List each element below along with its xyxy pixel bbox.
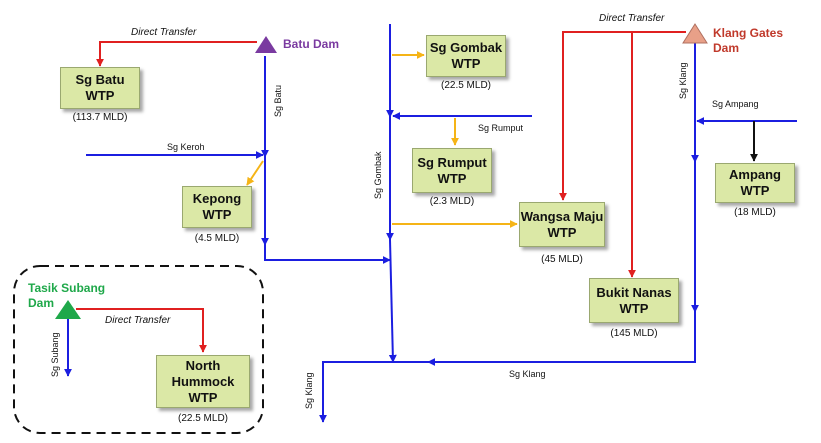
tasik-subang-region	[13, 265, 264, 434]
wangsa-maju-wtp-capacity: (45 MLD)	[541, 254, 583, 265]
klang-gates-direct-transfer-label: Direct Transfer	[599, 13, 665, 24]
tasik-subang-direct-transfer-label: Direct Transfer	[105, 315, 171, 326]
batu-direct-transfer-label: Direct Transfer	[131, 27, 197, 38]
sg-klang-outlet-label: Sg Klang	[304, 372, 314, 409]
sg-keroh-label: Sg Keroh	[167, 142, 205, 152]
klang-gates-dam-label: Klang Gates Dam	[713, 26, 784, 55]
north-hummock-wtp: North Hummock WTP	[156, 355, 250, 408]
klang-gates-dam-marker	[682, 23, 708, 44]
sg-gombak-wtp-capacity: (22.5 MLD)	[440, 80, 491, 91]
batu-dam-label: Batu Dam	[283, 37, 340, 51]
tasik-subang-direct-transfer-line	[76, 308, 207, 353]
tasik-subang-dam-label: Tasik Subang Dam	[28, 281, 106, 310]
batu-dam-marker	[255, 36, 277, 53]
sg-subang-label: Sg Subang	[50, 332, 60, 377]
kepong-intake-line	[246, 160, 264, 186]
bukit-nanas-wtp-capacity: (145 MLD)	[610, 328, 658, 339]
sg-batu-label: Sg Batu	[273, 84, 283, 117]
sg-rumput-wtp-capacity: (2.3 MLD)	[429, 196, 475, 207]
sg-gombak-wtp: Sg Gombak WTP	[426, 35, 506, 77]
sg-klang-river-lower	[427, 312, 696, 366]
ampang-wtp-capacity: (18 MLD)	[734, 207, 776, 218]
sg-rumput-wtp: Sg Rumput WTP	[412, 148, 492, 193]
sg-gombak-label: Sg Gombak	[373, 151, 383, 199]
sg-ampang-label: Sg Ampang	[712, 99, 759, 109]
klang-gates-direct-transfer-line	[559, 31, 686, 201]
tasik-subang-dam-marker	[55, 300, 81, 319]
sg-klang-upper-label: Sg Klang	[678, 62, 688, 99]
sg-klang-lower-label: Sg Klang	[509, 369, 546, 379]
sg-klang-outlet-river	[319, 361, 432, 423]
sg-batu-wtp-capacity: (113.7 MLD)	[72, 112, 128, 123]
kepong-wtp: Kepong WTP	[182, 186, 252, 228]
sg-batu-to-gombak-river	[264, 245, 391, 264]
kepong-wtp-capacity: (4.5 MLD)	[194, 233, 240, 244]
bukit-nanas-wtp: Bukit Nanas WTP	[589, 278, 679, 323]
sg-rumput-label: Sg Rumput	[478, 123, 524, 133]
wangsa-maju-wtp: Wangsa Maju WTP	[519, 202, 605, 247]
ampang-wtp: Ampang WTP	[715, 163, 795, 203]
north-hummock-wtp-capacity: (22.5 MLD)	[177, 413, 228, 424]
sg-gombak-river-lower	[388, 239, 397, 363]
sg-batu-wtp: Sg Batu WTP	[60, 67, 140, 109]
batu-direct-transfer-line	[96, 41, 257, 67]
